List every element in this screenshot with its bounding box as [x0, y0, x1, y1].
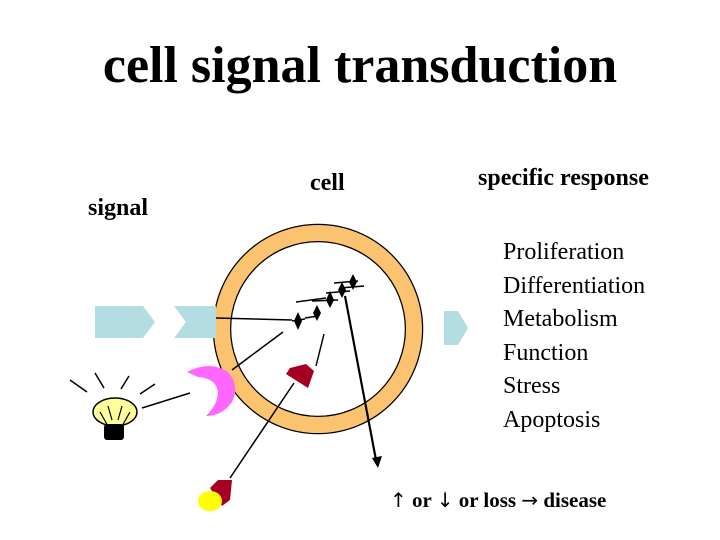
response-item: Stress [503, 373, 561, 400]
red-receptor [286, 364, 314, 388]
downstream-arrow-line [343, 295, 378, 461]
response-item: Proliferation [503, 239, 625, 265]
downstream-arrowhead [372, 456, 382, 468]
footer-disease: disease [543, 488, 607, 512]
specific-response-label: specific response [478, 165, 649, 191]
up-arrow-icon: ↑ [390, 488, 407, 512]
cell-label: cell [310, 170, 345, 196]
page-title: cell signal transduction [102, 37, 618, 94]
response-item: Metabolism [503, 306, 618, 333]
cascade-nodes [294, 274, 357, 330]
response-list: Proliferation Differentiation Metabolism… [503, 236, 645, 438]
signal-label: signal [88, 195, 149, 221]
footer-or-loss: or loss [458, 488, 517, 512]
cell-membrane-fill [214, 225, 422, 433]
light-bulb-icon [92, 397, 138, 440]
red-ligand [210, 480, 232, 506]
down-arrow-icon: ↓ [436, 488, 454, 512]
response-item: Differentiation [503, 272, 646, 299]
response-arrow [444, 311, 468, 345]
magenta-ligand [187, 366, 236, 416]
red-receptor-line [315, 333, 325, 367]
footer-or: or [412, 488, 432, 512]
response-item: Function [503, 339, 589, 366]
right-arrow-icon: → [521, 488, 539, 512]
light-signal-line [141, 392, 191, 409]
membrane-receptor [174, 306, 216, 338]
receptor-signal-line [215, 317, 293, 321]
magenta-ligand-line [231, 331, 284, 371]
response-item: Apoptosis [503, 406, 601, 433]
yellow-ligand [198, 491, 222, 511]
light-rays-icon [69, 372, 156, 395]
red-ligand-line [229, 382, 295, 479]
footer-legend: ↑ or ↓ or loss → disease [390, 488, 606, 513]
signal-arrow [95, 306, 155, 338]
